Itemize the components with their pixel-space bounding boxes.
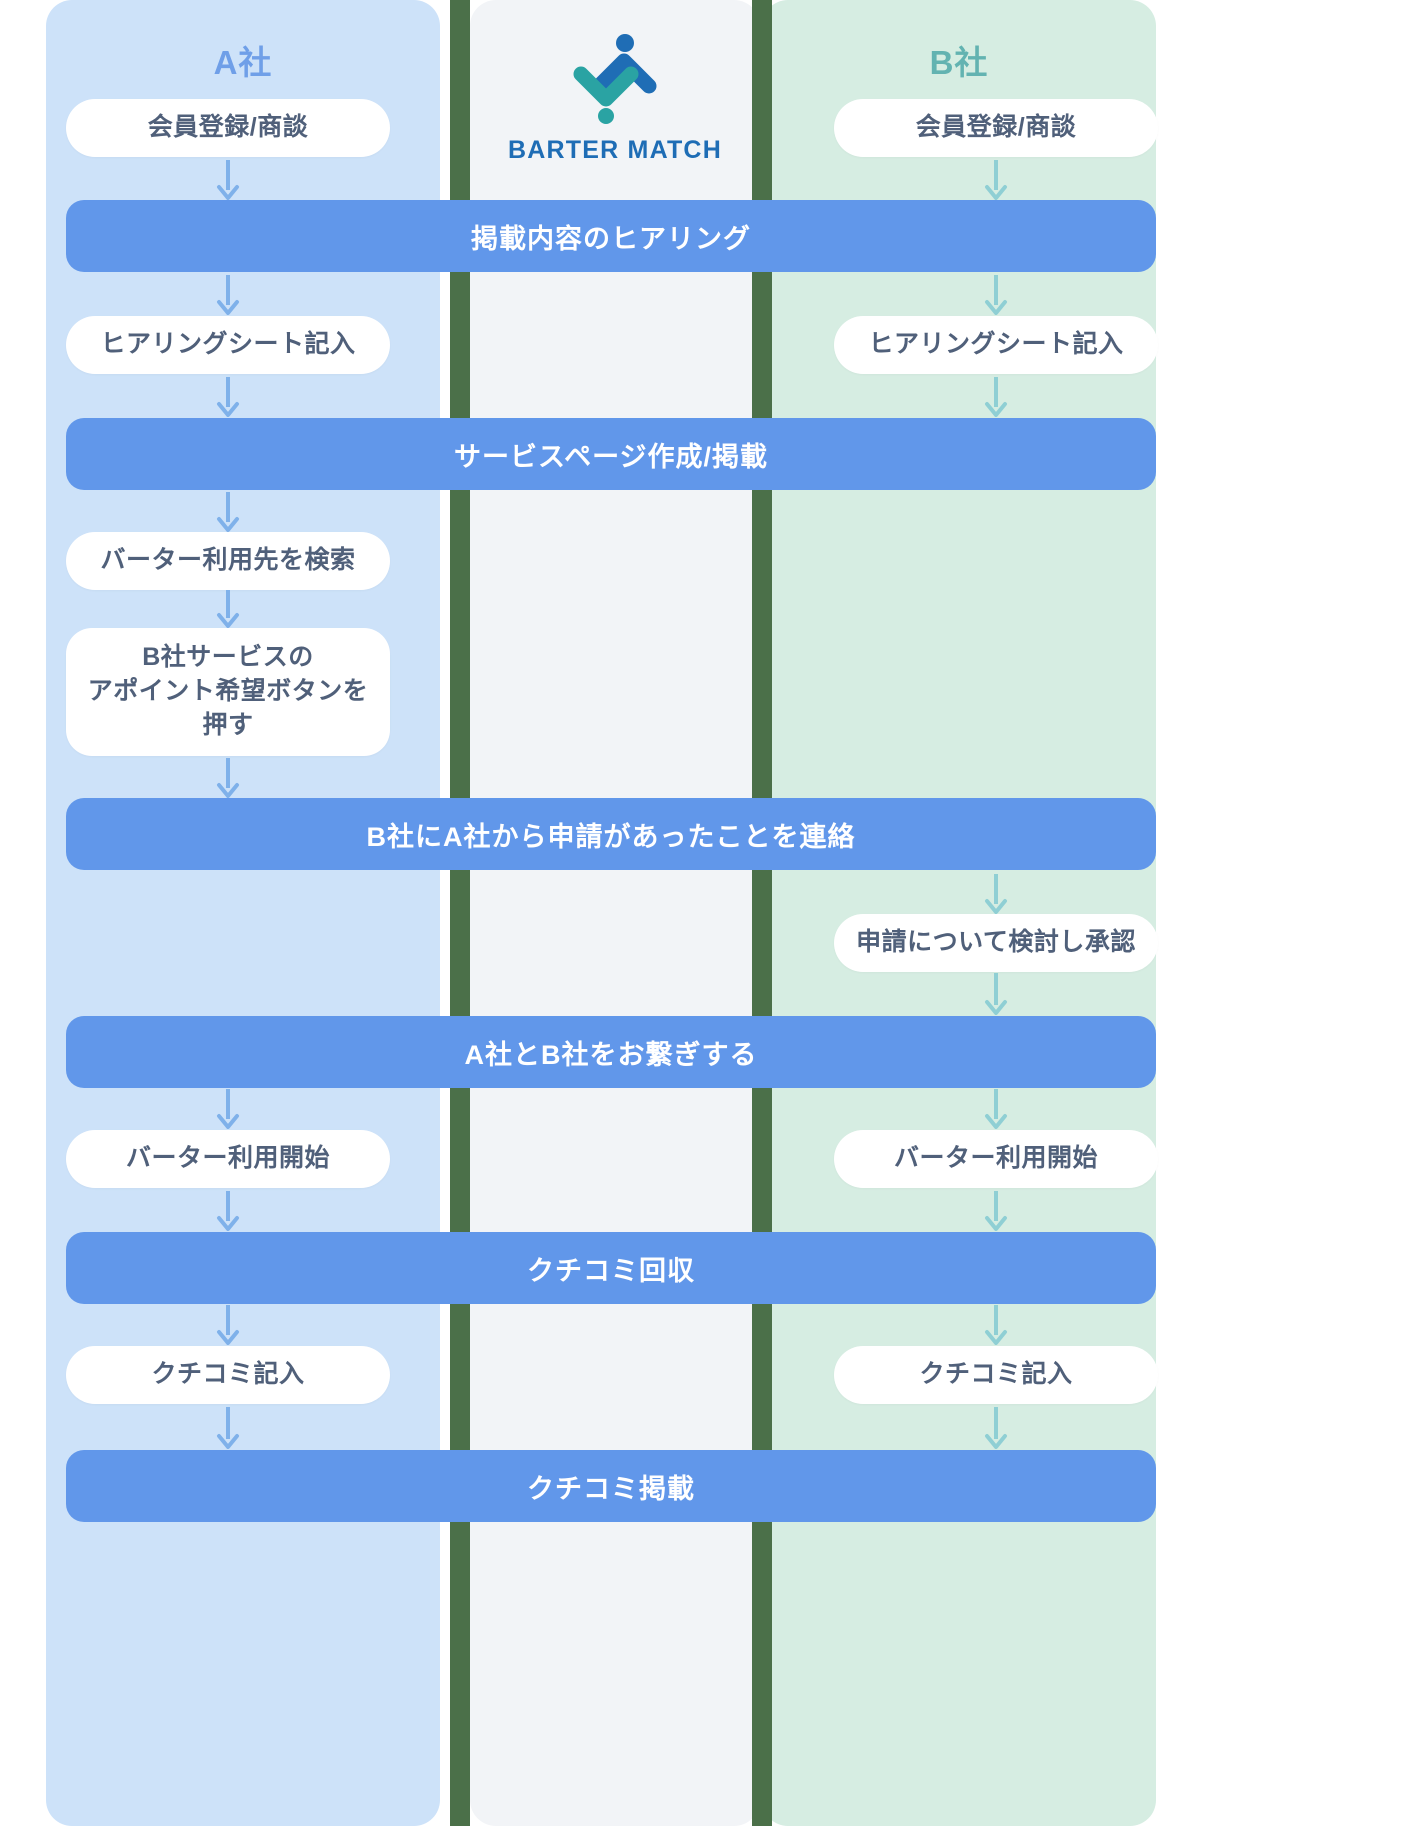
lane-divider-right bbox=[752, 0, 772, 1826]
arrow-b-7 bbox=[981, 1191, 1011, 1231]
arrow-b-8 bbox=[981, 1305, 1011, 1345]
arrow-a-6 bbox=[213, 758, 243, 798]
arrow-b-1 bbox=[981, 160, 1011, 200]
step-b-review-write[interactable]: クチコミ記入 bbox=[834, 1346, 1158, 1404]
step-a-signup[interactable]: 会員登録/商談 bbox=[66, 99, 390, 157]
arrow-a-4 bbox=[213, 492, 243, 532]
barter-match-logo-icon bbox=[573, 34, 657, 124]
lane-title-company-b: B社 bbox=[929, 44, 989, 81]
lane-title-company-a: A社 bbox=[213, 44, 273, 81]
step-a-review-write[interactable]: クチコミ記入 bbox=[66, 1346, 390, 1404]
swimlane-company-b bbox=[762, 0, 1156, 1826]
bar-publish-review[interactable]: クチコミ掲載 bbox=[66, 1450, 1156, 1522]
arrow-a-8 bbox=[213, 1191, 243, 1231]
bar-notify-b[interactable]: B社にA社から申請があったことを連絡 bbox=[66, 798, 1156, 870]
step-b-barter-start[interactable]: バーター利用開始 bbox=[834, 1130, 1158, 1188]
step-a-request-appointment[interactable]: B社サービスの アポイント希望ボタンを 押す bbox=[66, 628, 390, 756]
step-a-request-appointment-label: B社サービスの アポイント希望ボタンを 押す bbox=[87, 643, 369, 739]
arrow-b-3 bbox=[981, 377, 1011, 417]
bar-create-page[interactable]: サービスページ作成/掲載 bbox=[66, 418, 1156, 490]
arrow-b-9 bbox=[981, 1407, 1011, 1449]
arrow-b-5 bbox=[981, 973, 1011, 1015]
bar-hearing[interactable]: 掲載内容のヒアリング bbox=[66, 200, 1156, 272]
step-b-approve[interactable]: 申請について検討し承認 bbox=[834, 914, 1158, 972]
barter-match-logo: BARTER MATCH bbox=[470, 28, 760, 165]
arrow-a-5 bbox=[213, 590, 243, 628]
arrow-a-9 bbox=[213, 1305, 243, 1345]
arrow-a-1 bbox=[213, 160, 243, 200]
step-a-barter-start[interactable]: バーター利用開始 bbox=[66, 1130, 390, 1188]
arrow-b-4 bbox=[981, 874, 1011, 914]
lane-divider-left bbox=[450, 0, 470, 1826]
step-b-hearing-sheet[interactable]: ヒアリングシート記入 bbox=[834, 316, 1158, 374]
bar-collect-review[interactable]: クチコミ回収 bbox=[66, 1232, 1156, 1304]
arrow-a-7 bbox=[213, 1089, 243, 1129]
arrow-a-3 bbox=[213, 377, 243, 417]
step-a-search[interactable]: バーター利用先を検索 bbox=[66, 532, 390, 590]
arrow-a-2 bbox=[213, 275, 243, 315]
arrow-a-10 bbox=[213, 1407, 243, 1449]
bar-connect[interactable]: A社とB社をお繋ぎする bbox=[66, 1016, 1156, 1088]
step-b-signup[interactable]: 会員登録/商談 bbox=[834, 99, 1158, 157]
arrow-b-6 bbox=[981, 1089, 1011, 1129]
swimlane-company-a bbox=[46, 0, 440, 1826]
step-a-hearing-sheet[interactable]: ヒアリングシート記入 bbox=[66, 316, 390, 374]
arrow-b-2 bbox=[981, 275, 1011, 315]
swimlane-barter-match bbox=[470, 0, 760, 1826]
barter-match-logo-text: BARTER MATCH bbox=[508, 136, 722, 164]
